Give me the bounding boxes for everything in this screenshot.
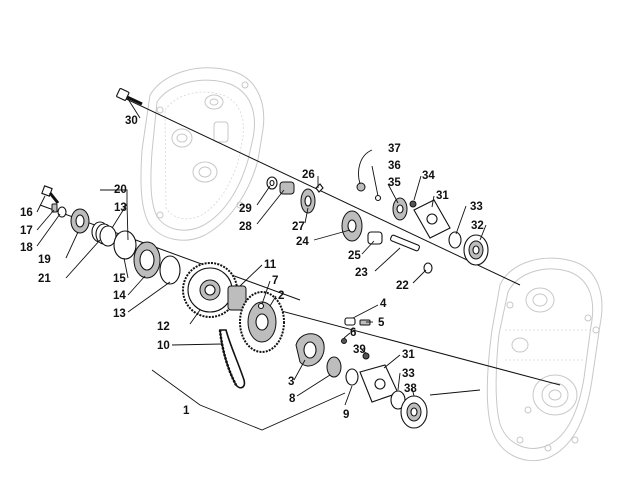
- callout-38: 38: [404, 383, 417, 395]
- callout-1: 1: [183, 405, 190, 417]
- callout-20: 20: [114, 184, 127, 196]
- callout-33-upper: 33: [470, 201, 483, 213]
- callout-18: 18: [20, 242, 33, 254]
- callout-17: 17: [20, 225, 33, 237]
- leader-lines: [36, 98, 487, 406]
- callout-39: 39: [353, 344, 366, 356]
- upper-shaft-parts: [116, 88, 489, 274]
- callout-28: 28: [239, 221, 252, 233]
- right-housing-case: [486, 257, 603, 462]
- callout-7: 7: [272, 275, 278, 287]
- left-housing-cover: [140, 67, 265, 241]
- callout-10: 10: [157, 340, 170, 352]
- callout-13-upper: 13: [114, 202, 127, 214]
- callout-5: 5: [378, 317, 385, 329]
- callout-16: 16: [20, 207, 33, 219]
- callout-3: 3: [288, 376, 294, 388]
- callout-37: 37: [388, 143, 401, 155]
- callout-21: 21: [38, 273, 51, 285]
- callout-35: 35: [388, 177, 401, 189]
- callout-2: 2: [278, 290, 284, 302]
- callout-31-lower: 31: [402, 349, 415, 361]
- callout-23: 23: [355, 267, 368, 279]
- callout-27: 27: [292, 221, 305, 233]
- callout-13-lower: 13: [113, 308, 126, 320]
- callout-36: 36: [388, 160, 401, 172]
- callout-22: 22: [396, 280, 409, 292]
- callout-11: 11: [264, 259, 277, 271]
- chain-and-kit: [151, 329, 346, 431]
- callout-14: 14: [113, 290, 126, 302]
- callout-29: 29: [239, 203, 252, 215]
- callout-4: 4: [380, 298, 387, 310]
- callout-labels: 30 26 37 36 35 34 31 29 28 27 24 25 23 3…: [20, 115, 484, 421]
- callout-12: 12: [157, 321, 170, 333]
- callout-32: 32: [471, 220, 484, 232]
- callout-24: 24: [296, 236, 309, 248]
- callout-6: 6: [350, 327, 356, 339]
- callout-31-upper: 31: [436, 190, 449, 202]
- callout-34: 34: [422, 170, 435, 182]
- callout-9: 9: [343, 409, 349, 421]
- callout-8: 8: [289, 393, 296, 405]
- callout-19: 19: [38, 254, 51, 266]
- callout-25: 25: [348, 250, 361, 262]
- left-shaft-parts: [41, 185, 428, 429]
- callout-26: 26: [302, 169, 315, 181]
- callout-15: 15: [113, 273, 126, 285]
- callout-30: 30: [125, 115, 138, 127]
- callout-33-lower: 33: [402, 368, 415, 380]
